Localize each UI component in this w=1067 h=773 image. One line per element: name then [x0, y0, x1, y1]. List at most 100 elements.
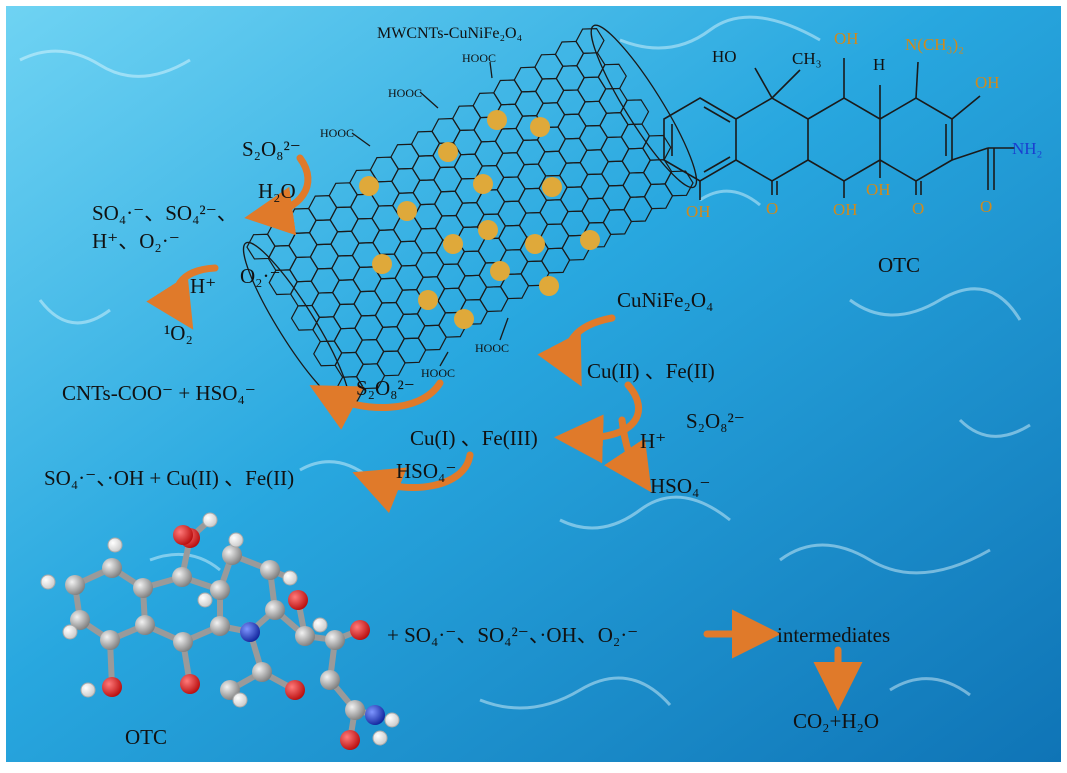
atom-c: [320, 670, 340, 690]
particle: [359, 176, 379, 196]
atom-label: NH₂: [1012, 139, 1042, 158]
particle: [397, 201, 417, 221]
atom-c: [102, 558, 122, 578]
atom-c: [70, 610, 90, 630]
atom-label: O: [980, 197, 992, 216]
atom-o: [173, 525, 193, 545]
particle: [454, 309, 474, 329]
cooh-label: HOOC: [421, 366, 455, 380]
particle: [487, 110, 507, 130]
cunife2o4-label: CuNiFe₂O₄: [617, 288, 713, 312]
products-label: SO₄·⁻、SO₄²⁻、: [92, 201, 238, 225]
cooh-groups: [351, 61, 509, 367]
atom-c: [100, 630, 120, 650]
cooh-label: HOOC: [320, 126, 354, 140]
atom-n: [365, 705, 385, 725]
arrow-cooh-to-cnts: [309, 379, 444, 430]
otc-model-label: OTC: [125, 725, 167, 749]
atom-label: H: [873, 55, 885, 74]
products-label: H⁺、O₂·⁻: [92, 229, 180, 253]
atom-o: [285, 680, 305, 700]
atom-o: [180, 674, 200, 694]
atom-h: [232, 692, 248, 708]
cu2-fe2-label: Cu(II) 、Fe(II): [587, 359, 715, 383]
o2-radical-label: O₂·⁻: [240, 264, 281, 288]
atom-h: [202, 512, 218, 528]
cooh-label: HOOC: [475, 341, 509, 355]
intermediates-label: intermediates: [777, 623, 890, 647]
atom-h: [312, 617, 328, 633]
atom-label: OH: [833, 200, 858, 219]
cnts-coo-label: CNTs-COO⁻ + HSO₄⁻: [62, 381, 256, 405]
catalyst-title: MWCNTs-CuNiFe₂O₄: [377, 25, 523, 42]
atom-c: [325, 630, 345, 650]
particle: [542, 177, 562, 197]
lattice-hexagon: [664, 170, 694, 197]
particle: [490, 261, 510, 281]
s2o8-label: S₂O₈²⁻: [686, 409, 745, 433]
atom-c: [210, 580, 230, 600]
atom-label: O: [912, 199, 924, 218]
singlet-oxygen-label: ¹O₂: [164, 321, 193, 345]
atom-label: OH: [866, 180, 891, 199]
h-plus-label: H⁺: [190, 274, 216, 298]
particle: [418, 290, 438, 310]
atom-label: OH: [686, 202, 711, 221]
atom-h: [228, 532, 244, 548]
cooh-label: HOOC: [462, 51, 496, 65]
atom-h: [282, 570, 298, 586]
atom-n: [240, 622, 260, 642]
atom-label: N(CH₃)₂: [905, 35, 964, 54]
hso4-label: HSO₄⁻: [396, 459, 456, 483]
atom-c: [265, 600, 285, 620]
atom-c: [173, 632, 193, 652]
arrow-s2o8-to-radicals: [244, 154, 312, 236]
atom-o: [350, 620, 370, 640]
arrow-s2o8-to-hso4: [604, 416, 652, 493]
particle: [539, 276, 559, 296]
atom-h: [62, 624, 78, 640]
particle: [372, 254, 392, 274]
reaction-arrows: [146, 154, 863, 711]
atom-h: [40, 574, 56, 590]
otc-structure-label: OTC: [878, 253, 920, 277]
atom-c: [172, 567, 192, 587]
otc-bonds: [663, 58, 1015, 200]
atom-h: [197, 592, 213, 608]
cu1-fe3-label: Cu(I) 、Fe(III): [410, 426, 538, 450]
atom-c: [295, 626, 315, 646]
atom-c: [133, 578, 153, 598]
atom-h: [107, 537, 123, 553]
atom-h: [384, 712, 400, 728]
atom-label: HO: [712, 47, 737, 66]
atom-c: [210, 616, 230, 636]
model-atoms: [40, 512, 400, 750]
arrow-o2-to-singlet: [146, 264, 219, 330]
final-products-label: CO₂+H₂O: [793, 709, 879, 733]
atom-label: O: [766, 199, 778, 218]
otc-structure: HO CH₃ OH H N(CH₃)₂ OH NH₂ OH O OH OH O …: [663, 29, 1042, 277]
arrow-cunife2o4-to-cu2: [537, 314, 616, 387]
cooh-label: HOOC: [388, 86, 422, 100]
atom-c: [345, 700, 365, 720]
particle: [530, 117, 550, 137]
s2o8-label: S₂O₈²⁻: [242, 137, 301, 161]
atom-h: [372, 730, 388, 746]
particle: [478, 220, 498, 240]
atom-o: [288, 590, 308, 610]
atom-o: [340, 730, 360, 750]
s2o8-label: S₂O₈²⁻: [356, 376, 415, 400]
h-plus-label: H⁺: [640, 429, 666, 453]
atom-c: [252, 662, 272, 682]
cunife2o4-particles: [359, 110, 600, 329]
atom-c: [222, 545, 242, 565]
degradation-label: + SO₄·⁻、SO₄²⁻、·OH、O₂·⁻: [387, 623, 638, 647]
nanotube-end-right: [590, 24, 698, 189]
atom-label: OH: [975, 73, 1000, 92]
otc-ball-stick-model: [40, 512, 400, 750]
atom-label: CH₃: [792, 49, 822, 68]
h2o-label: H₂O: [258, 179, 296, 203]
